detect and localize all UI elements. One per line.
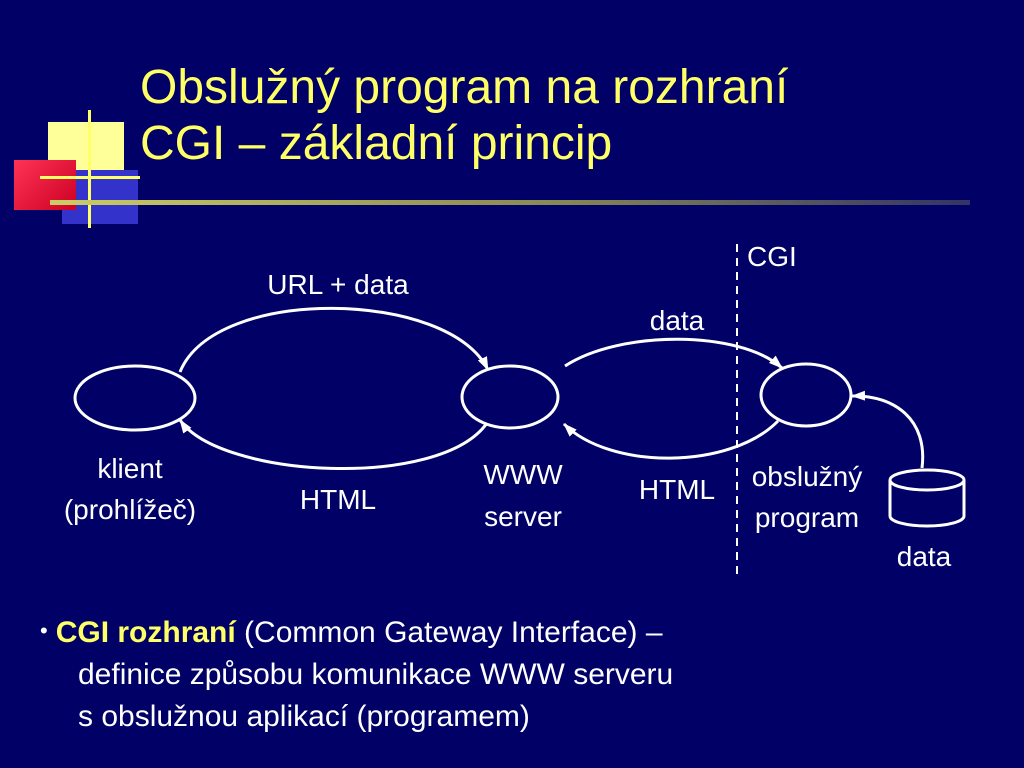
bullet-line-3: s obslužnou aplikací (programem) [78,700,530,733]
bullet-term: CGI rozhraní [55,616,236,649]
slide-title-line-1: Obslužný program na rozhraní [140,61,789,114]
bullet-line-1: • CGI rozhraní (Common Gateway Interface)… [40,610,1000,654]
bullet-point: • CGI rozhraní (Common Gateway Interface)… [40,610,1000,738]
client-node [73,364,197,432]
slide-title-line-2: CGI – základní princip [140,117,613,170]
program-node [759,362,853,428]
arrow-server-to-program [564,337,784,370]
arrow-client-to-server [178,306,490,373]
program-label-line-2: program [755,502,859,533]
bullet-line-1-text: (Common Gateway Interface) – [235,616,663,649]
program-label-line-1: obslužný [752,461,863,492]
arrow-label-url-data: URL + data [267,269,409,300]
arrow-data-to-program [851,390,925,469]
cgi-label: CGI [747,241,797,272]
cgi-diagram: CGI URL + data data HTML HTML klient (pr… [64,241,966,578]
client-label-line-2: (prohlížeč) [64,494,196,525]
arrow-server-to-client [178,419,489,470]
slide-title: Obslužný program na rozhraní CGI – zákla… [140,60,788,172]
server-label-line-2: server [484,501,562,532]
server-node [460,364,560,430]
bullet-line-2: definice způsobu komunikace WWW serveru [78,658,674,691]
arrow-label-data: data [650,305,705,336]
arrow-label-html-right: HTML [639,474,715,505]
server-label-line-1: WWW [483,459,563,490]
client-label-line-1: klient [97,453,163,484]
decoration-horizontal-line [40,176,140,179]
title-underline [50,200,970,205]
arrow-program-to-server [562,419,780,460]
database-label: data [897,541,952,572]
arrow-label-html-left: HTML [300,484,376,515]
decoration-vertical-line [88,110,91,228]
bullet-marker: • [40,618,48,643]
database-icon [888,468,966,528]
